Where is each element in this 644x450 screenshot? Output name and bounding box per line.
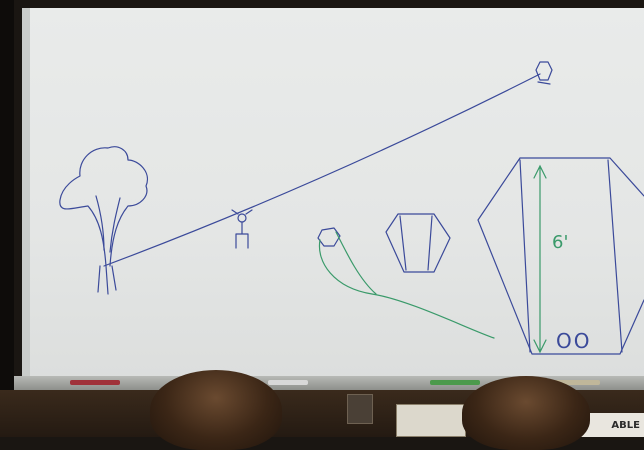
large-hexagon-sketch xyxy=(477,157,644,355)
height-label: 6' xyxy=(552,232,568,253)
wall-outlet xyxy=(347,394,373,424)
audience-head-left xyxy=(150,370,282,450)
stick-figure xyxy=(231,209,253,249)
audience-head-right xyxy=(462,376,590,450)
wall-plaque xyxy=(396,404,466,437)
double-o-label: OO xyxy=(556,329,591,353)
wall-edge xyxy=(0,0,14,437)
tan-marker xyxy=(540,380,600,385)
anchor-sketch xyxy=(535,61,553,85)
tree-sketch xyxy=(59,146,148,295)
small-hexagon-sketch xyxy=(317,227,495,339)
whiteboard-drawing: 6' OO xyxy=(59,61,644,355)
medium-hexagon-sketch xyxy=(385,213,451,273)
zipline xyxy=(103,73,541,267)
wall-sign-text: ABLE xyxy=(611,419,640,431)
green-marker xyxy=(430,380,480,385)
red-marker xyxy=(70,380,120,385)
eraser xyxy=(268,380,308,385)
wall-sign: ABLE xyxy=(580,413,644,437)
